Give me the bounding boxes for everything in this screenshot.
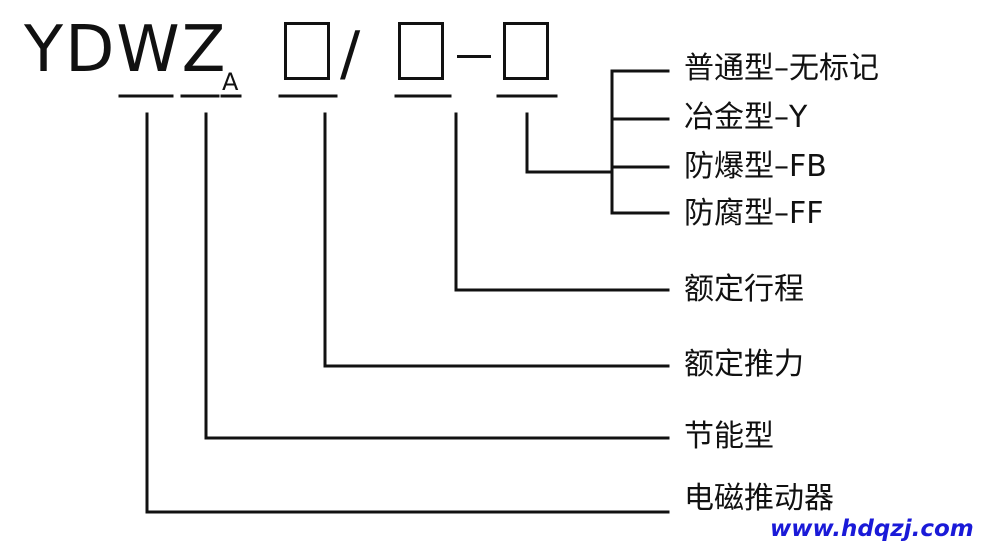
separator-dash <box>457 55 491 58</box>
option-metallurgical: 冶金型–Y <box>684 100 808 135</box>
label-electromagnetic-pusher: 电磁推动器 <box>684 481 834 516</box>
label-rated-stroke: 额定行程 <box>684 272 804 307</box>
label-energy-saving: 节能型 <box>684 419 774 454</box>
option-explosion-proof: 防爆型–FB <box>684 149 827 184</box>
placeholder-box-type <box>503 22 549 80</box>
connector-energy-saving <box>204 112 670 440</box>
placeholder-box-stroke <box>398 22 444 80</box>
connector-type <box>525 112 614 174</box>
option-standard: 普通型–无标记 <box>684 51 879 86</box>
model-code-prefix: YDWZ <box>24 13 228 87</box>
connector-stroke <box>454 112 670 292</box>
separator-slash: / <box>340 19 361 89</box>
model-code-subscript: A <box>222 68 239 96</box>
connector-pusher <box>145 112 670 514</box>
website-watermark[interactable]: www.hdqzj.com <box>770 516 974 542</box>
placeholder-box-thrust <box>284 22 330 80</box>
label-rated-thrust: 额定推力 <box>684 347 804 382</box>
connector-thrust <box>323 112 670 368</box>
option-corrosion-proof: 防腐型–FF <box>684 196 824 231</box>
